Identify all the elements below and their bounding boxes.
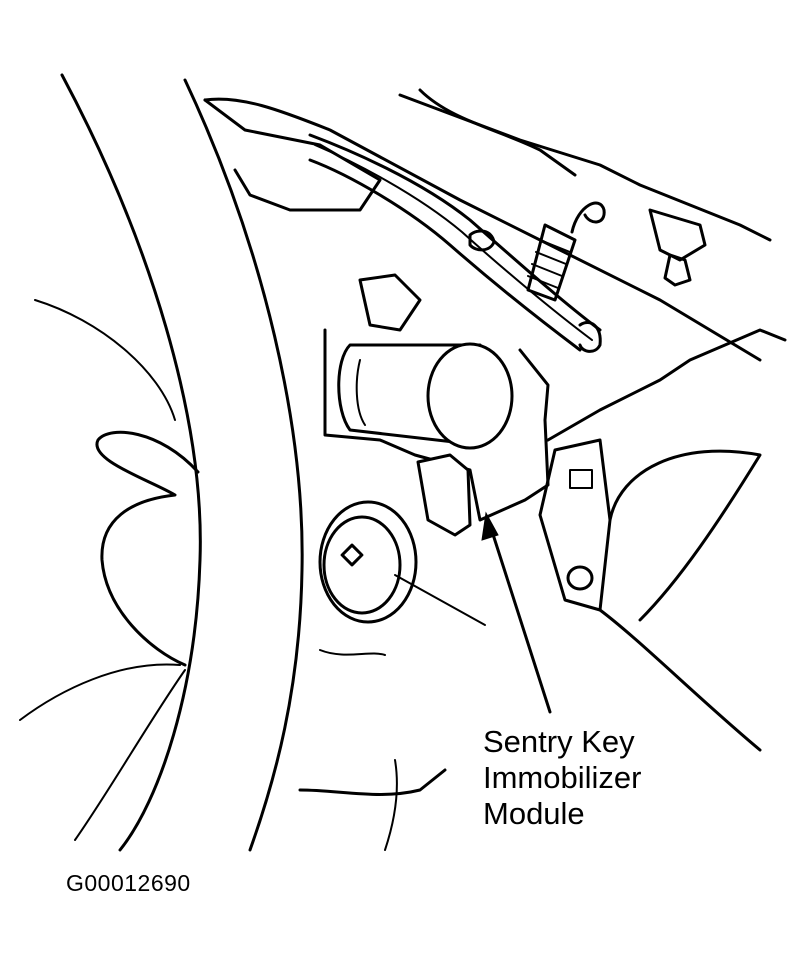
steering-hub-line xyxy=(34,299,176,421)
shroud-screw xyxy=(566,565,594,591)
figure-id: G00012690 xyxy=(66,870,191,896)
dash-mount-tab xyxy=(648,208,707,262)
callout-arrowhead xyxy=(481,511,499,541)
steering-wheel-spoke xyxy=(95,430,200,667)
steering-hub-line-lower xyxy=(19,663,181,721)
shroud-slot xyxy=(569,469,593,489)
callout-line-1: Sentry Key xyxy=(483,724,635,759)
column-lower-edge xyxy=(298,768,447,796)
shroud-curve xyxy=(608,449,762,622)
wiring-harness-top xyxy=(308,133,602,332)
column-bracket xyxy=(358,273,422,332)
callout-line-3: Module xyxy=(483,796,585,831)
wiring-harness-strand xyxy=(314,144,593,341)
callout-leader xyxy=(488,523,552,714)
steering-wheel-rim-outer xyxy=(60,73,202,852)
immobilizer-module xyxy=(416,453,472,537)
steering-wheel-rim-inner xyxy=(183,78,304,852)
shroud-panel xyxy=(538,438,612,612)
dash-upper-edge xyxy=(203,97,762,362)
callout-label: Sentry Key Immobilizer Module xyxy=(483,724,783,832)
spring-hook xyxy=(570,201,606,234)
column-lower-crease xyxy=(384,759,398,851)
dash-rear-edge xyxy=(398,93,772,242)
steering-hub-line-bottom xyxy=(74,669,186,841)
wiring-harness-bottom xyxy=(308,158,582,352)
module-cylinder-highlight xyxy=(355,359,366,426)
bolt xyxy=(663,253,692,287)
module-cylinder-end xyxy=(426,342,514,450)
ignition-lock-outer xyxy=(318,500,418,624)
ignition-lock-inner xyxy=(322,515,402,615)
wire-clip xyxy=(468,229,496,252)
dash-bracket xyxy=(203,98,382,212)
spring-connector xyxy=(526,223,577,302)
wire-tie xyxy=(578,321,602,353)
column-shroud xyxy=(546,328,787,442)
column-housing xyxy=(323,328,550,522)
column-lower-detail xyxy=(319,649,386,656)
spring-coils xyxy=(527,239,571,289)
callout-line-2: Immobilizer xyxy=(483,760,642,795)
shroud-lower xyxy=(598,608,762,752)
lock-leader-line xyxy=(394,574,486,626)
dash-panel-right xyxy=(418,88,577,177)
key-slot xyxy=(340,543,364,567)
